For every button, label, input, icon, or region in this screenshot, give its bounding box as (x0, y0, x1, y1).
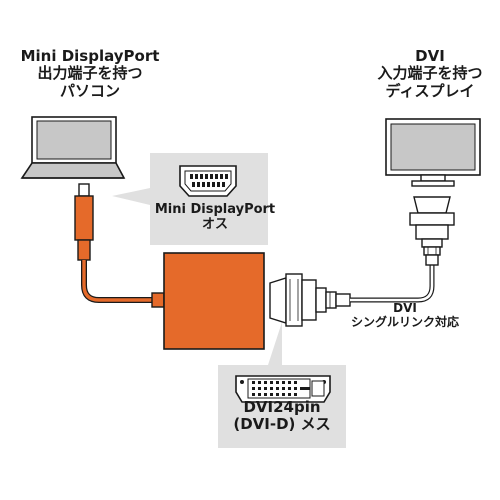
monitor-label-line3: ディスプレイ (385, 81, 475, 100)
pc-label-line1: Mini DisplayPort (20, 47, 160, 65)
mini-displayport-callout-line1: Mini DisplayPort (154, 202, 276, 217)
mini-displayport-callout-line2: オス (201, 216, 228, 232)
dvi-cable-label-line2: シングルリンク対応 (350, 314, 459, 329)
dvi-plug-horizontal-icon (269, 273, 351, 327)
mini-displayport-plug-icon (74, 183, 94, 261)
orange-cable (81, 260, 160, 303)
dvi-port-icon (235, 375, 331, 403)
dvi-plug-vertical-icon (409, 196, 455, 266)
pc-label-line2: 出力端子を持つ (37, 64, 143, 83)
adapter-icon (151, 252, 265, 350)
dvi-cable (350, 264, 435, 303)
dvi24pin-callout-line2: (DVI-D) メス (233, 415, 331, 434)
laptop-icon (20, 116, 126, 179)
dvi-cable-label: DVI シングルリンク対応 (330, 301, 480, 330)
pc-label: Mini DisplayPort 出力端子を持つ パソコン (0, 47, 180, 100)
monitor-label: DVI 入力端子を持つ ディスプレイ (360, 47, 500, 100)
pc-label-line3: パソコン (59, 81, 120, 100)
mini-displayport-callout-label: Mini DisplayPort オス (150, 202, 280, 233)
monitor-label-line1: DVI (415, 47, 445, 65)
monitor-icon (385, 118, 481, 187)
dvi24pin-callout-label: DVI24pin (DVI-D) メス (218, 398, 346, 434)
dvi-cable-label-line1: DVI (393, 301, 417, 315)
monitor-label-line2: 入力端子を持つ (377, 64, 483, 83)
dvi24pin-callout-line1: DVI24pin (243, 398, 321, 416)
mini-displayport-port-icon (179, 165, 237, 197)
